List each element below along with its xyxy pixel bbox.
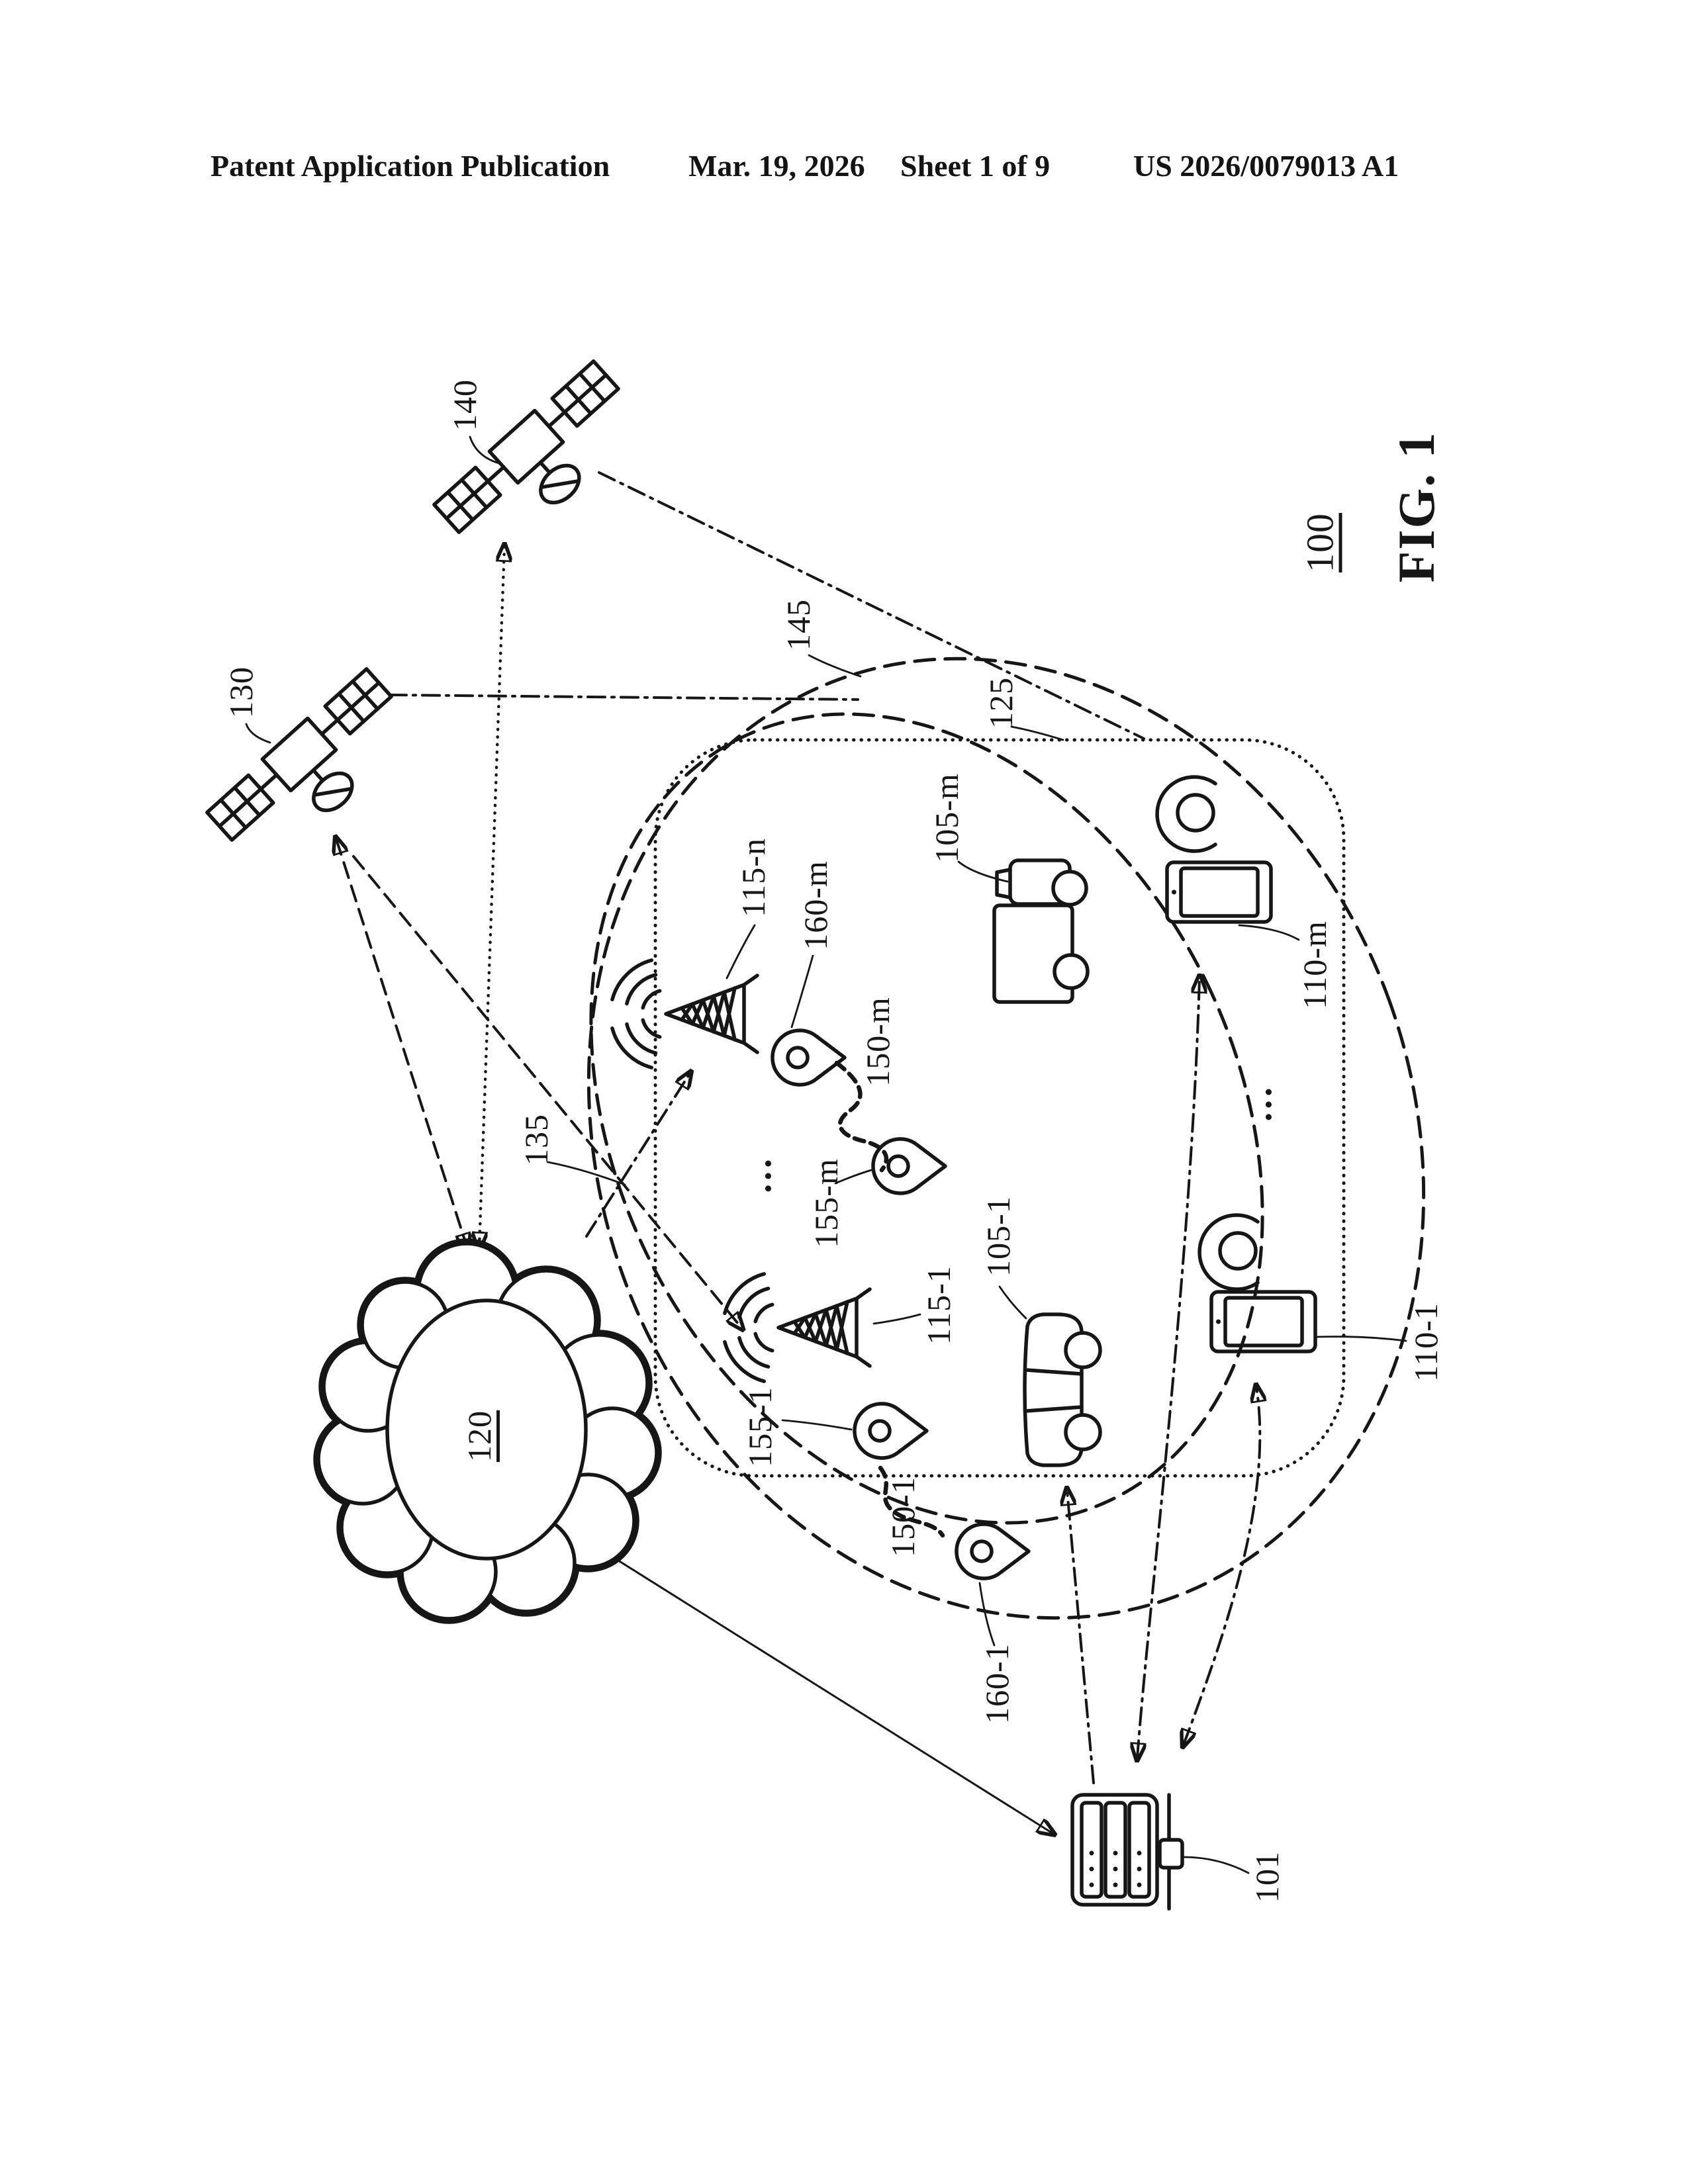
label-140: 140 bbox=[446, 379, 483, 431]
cloud-icon-120 bbox=[313, 1238, 662, 1624]
label-1601: 160-1 bbox=[978, 1643, 1015, 1724]
coverage-rect-125 bbox=[653, 738, 1346, 1478]
label-100: 100 bbox=[1298, 513, 1342, 572]
ellipsis-right: … bbox=[1239, 1085, 1280, 1123]
label-1501: 150-1 bbox=[884, 1477, 921, 1557]
link-satellite140-cloud bbox=[479, 547, 504, 1247]
label-145: 145 bbox=[780, 599, 817, 651]
beam-satellite130 bbox=[388, 694, 859, 701]
link-server-device-1 bbox=[1184, 1387, 1260, 1745]
phone-icon-110m bbox=[1167, 862, 1271, 922]
label-1101: 110-1 bbox=[1407, 1302, 1444, 1382]
label-155m: 155-m bbox=[808, 1158, 845, 1248]
route-path-150m bbox=[834, 1060, 889, 1173]
link-server-device-m bbox=[1137, 978, 1199, 1758]
route-path-1501 bbox=[878, 1465, 945, 1538]
label-105m: 105-m bbox=[928, 773, 965, 863]
header-sheet: Sheet 1 of 9 bbox=[900, 149, 1051, 183]
label-125: 125 bbox=[982, 677, 1019, 729]
base-station-icon-115n bbox=[612, 960, 757, 1068]
pin-icon-1551 bbox=[855, 1404, 927, 1458]
label-150m: 150-m bbox=[859, 997, 896, 1087]
base-station-icon-1151 bbox=[725, 1274, 870, 1381]
label-1151: 115-1 bbox=[920, 1265, 957, 1345]
server-icon-101 bbox=[1070, 1793, 1184, 1911]
beam-satellite140 bbox=[598, 471, 1145, 740]
label-101: 101 bbox=[1248, 1851, 1286, 1903]
link-server-region bbox=[1067, 1490, 1095, 1784]
pin-icon-160m bbox=[773, 1030, 845, 1085]
header-doc-number: US 2026/0079013 A1 bbox=[1133, 149, 1399, 183]
link-cloud-server bbox=[583, 1538, 1053, 1833]
label-120: 120 bbox=[461, 1410, 498, 1462]
ellipsis-left: … bbox=[738, 1156, 779, 1195]
label-135: 135 bbox=[518, 1114, 555, 1165]
phone-icon-1101 bbox=[1211, 1292, 1315, 1351]
truck-icon-105m bbox=[992, 858, 1090, 1004]
label-110m: 110-m bbox=[1296, 921, 1333, 1009]
link-satellite130-basestation1 bbox=[352, 855, 741, 1328]
person-icon-1101 bbox=[1199, 1215, 1258, 1289]
pin-icon-1601 bbox=[957, 1524, 1029, 1578]
label-130: 130 bbox=[222, 666, 259, 718]
link-cloud-basestation-n bbox=[585, 1073, 690, 1238]
label-115n: 115-n bbox=[735, 838, 772, 917]
header-publication: Patent Application Publication bbox=[211, 149, 610, 183]
label-160m: 160-m bbox=[797, 860, 834, 950]
leader-lines bbox=[245, 435, 1407, 1874]
label-1051: 105-1 bbox=[980, 1196, 1017, 1277]
figure-title: FIG. 1 bbox=[1387, 431, 1445, 583]
header-date: Mar. 19, 2026 bbox=[688, 149, 865, 183]
person-icon-110m bbox=[1157, 777, 1215, 851]
label-1551: 155-1 bbox=[741, 1387, 778, 1467]
car-icon-1051 bbox=[1023, 1312, 1102, 1467]
link-satellite130-cloud bbox=[336, 839, 467, 1248]
